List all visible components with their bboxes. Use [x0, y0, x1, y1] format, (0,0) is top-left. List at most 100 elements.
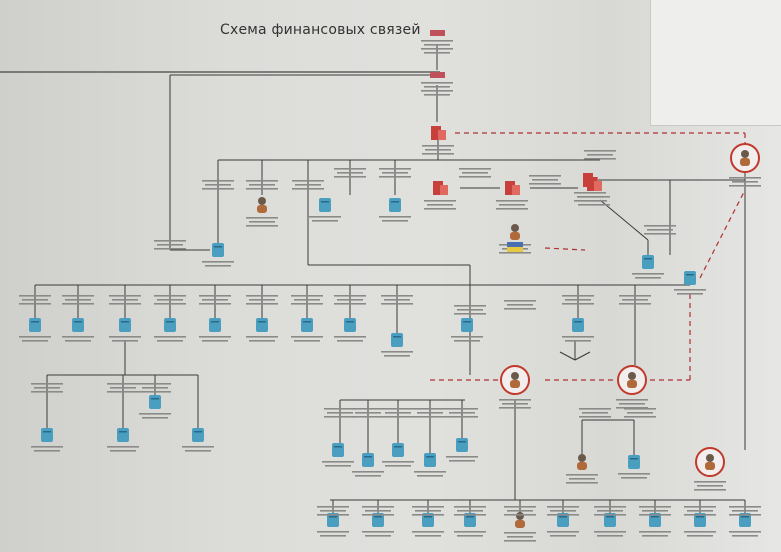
label-text-line: [34, 450, 60, 452]
label-text-line: [459, 168, 491, 170]
label-text-line: [31, 383, 63, 385]
label-text-line: [19, 303, 51, 305]
label-text-line: [454, 531, 486, 533]
label-text-line: [422, 153, 454, 155]
label-text-line: [424, 208, 456, 210]
label-text-line: [415, 535, 441, 537]
server-icon: [72, 318, 84, 332]
label-text-line: [422, 145, 454, 147]
label-text-line: [427, 204, 453, 206]
label-text-line: [309, 216, 341, 218]
building-icon-wing: [438, 130, 446, 140]
label-text-line: [457, 309, 483, 311]
server-icon-body: [461, 318, 473, 332]
label-text-line: [424, 86, 450, 88]
server-icon-slot: [119, 431, 127, 433]
label-text-line: [454, 506, 486, 508]
label-text-line: [362, 514, 394, 516]
label-text-line: [385, 412, 411, 414]
label-text-line: [417, 475, 443, 477]
label-text-line: [382, 461, 414, 463]
label-text-line: [547, 506, 579, 508]
person-head: [511, 372, 519, 380]
label-text-line: [644, 233, 676, 235]
label-text-line: [414, 416, 446, 418]
label-text-line: [507, 304, 533, 306]
server-icon-body: [392, 443, 404, 457]
person-head: [741, 150, 749, 158]
server-icon: [327, 513, 339, 527]
person-body: [510, 380, 520, 388]
label-text-line: [504, 308, 536, 310]
label-text-line: [674, 289, 706, 291]
label-text-line: [355, 475, 381, 477]
server-icon: [319, 198, 331, 212]
label-text-line: [157, 340, 183, 342]
server-icon: [117, 428, 129, 442]
label-text-line: [729, 506, 761, 508]
label-text-line: [291, 295, 323, 297]
label-text-line: [202, 261, 234, 263]
diagram-title: Схема финансовых связей: [220, 22, 421, 38]
label-text-line: [421, 48, 453, 50]
red-bar-icon: [430, 72, 445, 78]
label-text-line: [566, 474, 598, 476]
label-text-line: [412, 506, 444, 508]
server-icon-slot: [74, 321, 82, 323]
label-text-line: [642, 510, 668, 512]
label-text-line: [199, 295, 231, 297]
red-bar-icon: [430, 30, 445, 36]
label-text-line: [565, 299, 591, 301]
label-text-line: [246, 303, 278, 305]
ukraine-flag-icon: [507, 242, 523, 252]
label-text-line: [107, 446, 139, 448]
label-text-line: [107, 383, 139, 385]
server-icon-body: [41, 428, 53, 442]
label-text-line: [424, 52, 450, 54]
server-icon-slot: [151, 398, 159, 400]
building-icon-body: [431, 126, 441, 140]
label-text-line: [109, 295, 141, 297]
person-icon: [730, 143, 760, 173]
label-text-line: [499, 204, 525, 206]
label-text-line: [449, 460, 475, 462]
label-text-line: [362, 506, 394, 508]
label-text-line: [65, 340, 91, 342]
label-text-line: [732, 181, 758, 183]
server-icon: [649, 513, 661, 527]
label-text-line: [619, 295, 651, 297]
label-text-line: [729, 514, 761, 516]
label-text-line: [139, 391, 171, 393]
label-text-line: [421, 40, 453, 42]
server-icon-slot: [166, 321, 174, 323]
server-icon: [332, 443, 344, 457]
server-icon: [464, 513, 476, 527]
label-text-line: [320, 510, 346, 512]
label-text-line: [459, 176, 491, 178]
server-icon: [604, 513, 616, 527]
server-icon-slot: [686, 274, 694, 276]
label-text-line: [337, 172, 363, 174]
label-text-line: [199, 303, 231, 305]
label-text-line: [62, 336, 94, 338]
server-icon-slot: [391, 201, 399, 203]
label-text-line: [594, 531, 626, 533]
person-head: [511, 224, 519, 232]
label-text-line: [182, 446, 214, 448]
person-body: [577, 462, 587, 470]
server-icon-slot: [394, 446, 402, 448]
label-text-line: [292, 188, 324, 190]
label-text-line: [639, 514, 671, 516]
label-text-line: [317, 506, 349, 508]
label-text-line: [334, 295, 366, 297]
label-text-line: [334, 176, 366, 178]
label-text-line: [618, 473, 650, 475]
label-text-line: [624, 408, 656, 410]
server-icon-slot: [644, 258, 652, 260]
server-icon: [362, 453, 374, 467]
label-text-line: [352, 471, 384, 473]
label-text-line: [502, 403, 528, 405]
person-body: [510, 232, 520, 240]
label-text-line: [294, 340, 320, 342]
building-icon-wing: [440, 185, 448, 195]
